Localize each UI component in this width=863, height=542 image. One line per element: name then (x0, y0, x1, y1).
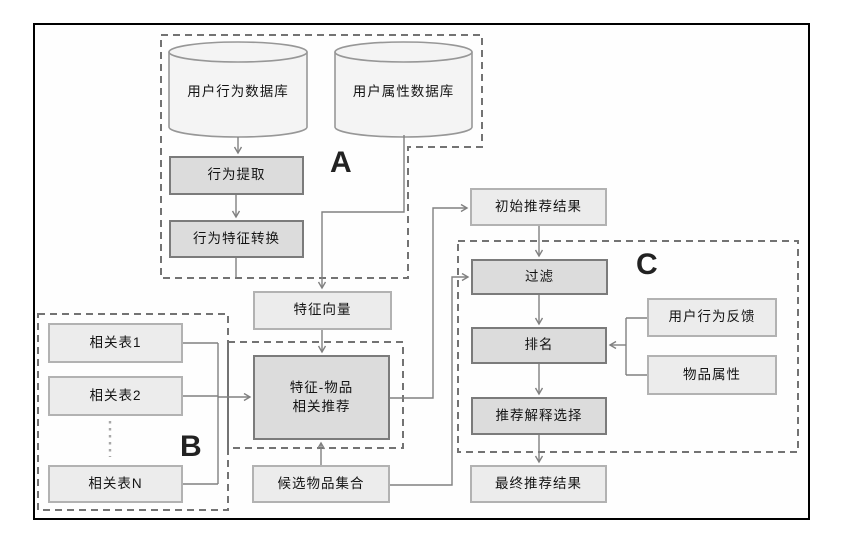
user-behavior-db-label: 用户行为数据库 (187, 84, 289, 99)
node-behavior-extraction: 行为提取 (169, 156, 304, 195)
group-a-label: A (330, 146, 352, 179)
group-b-label: B (180, 430, 202, 463)
feature-item-label-line2: 相关推荐 (292, 398, 351, 414)
connector-feature-item-to-initial (390, 208, 467, 399)
connector-candidate-to-filter (390, 277, 468, 486)
group-c-label: C (636, 248, 658, 281)
node-behavior-feature-conversion: 行为特征转换 (169, 220, 304, 258)
node-related-table-n: 相关表N (48, 465, 183, 503)
group-a-outline (160, 34, 483, 279)
node-item-attributes: 物品属性 (647, 355, 777, 395)
node-recommendation-explanation-selection: 推荐解释选择 (471, 397, 607, 435)
node-final-recommendation-results: 最终推荐结果 (470, 465, 607, 503)
feature-item-label-line1: 特征-物品 (289, 379, 354, 395)
node-related-table-1: 相关表1 (48, 323, 183, 363)
group-c-outline (457, 240, 799, 453)
node-feature-vector: 特征向量 (253, 291, 392, 330)
node-user-behavior-feedback: 用户行为反馈 (647, 298, 777, 337)
node-ranking: 排名 (471, 327, 607, 364)
node-initial-recommendation-results: 初始推荐结果 (470, 188, 607, 226)
user-attribute-db-cylinder (334, 41, 473, 138)
connector-db2-to-feature-vector (322, 135, 405, 288)
node-feature-item-recommendation: 特征-物品 相关推荐 (253, 355, 390, 440)
node-candidate-item-set: 候选物品集合 (252, 465, 390, 503)
feature-item-dashed-outline (227, 341, 404, 449)
node-related-table-2: 相关表2 (48, 376, 183, 416)
node-filter: 过滤 (471, 259, 608, 295)
user-attribute-db-label: 用户属性数据库 (352, 84, 455, 99)
